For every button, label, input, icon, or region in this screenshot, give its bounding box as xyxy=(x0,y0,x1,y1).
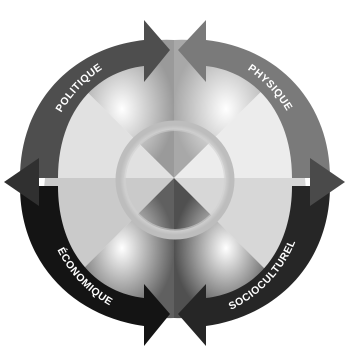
environment-cycle-diagram: POLITIQUE PHYSIQUE ÉCONOMIQUE SOCIOCULTU… xyxy=(0,0,349,356)
diagram: POLITIQUE PHYSIQUE ÉCONOMIQUE SOCIOCULTU… xyxy=(0,0,349,356)
